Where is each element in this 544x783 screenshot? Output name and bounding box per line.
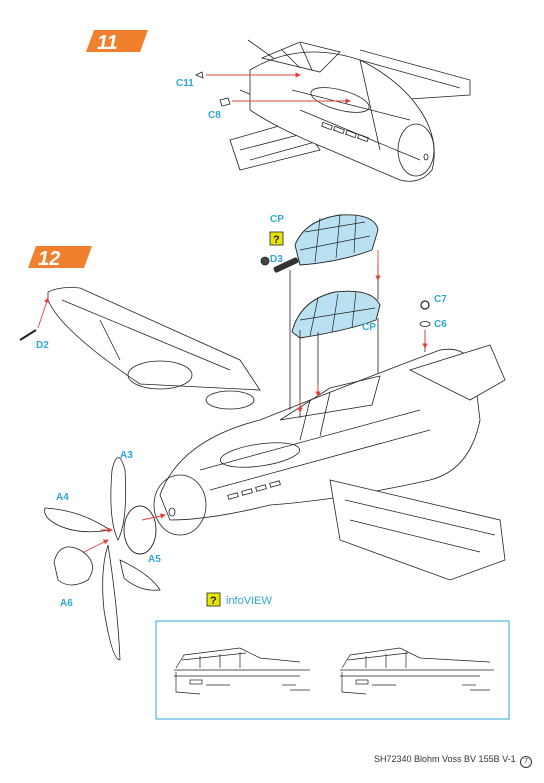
part-a6: A6 xyxy=(53,546,161,609)
canopy-lower-label: CP xyxy=(362,322,376,333)
part-c8: C8 xyxy=(208,97,231,121)
part-c11-label: C11 xyxy=(176,78,194,89)
part-a4: A4 xyxy=(44,492,112,533)
step-12-arrows xyxy=(297,250,428,413)
exhaust-row xyxy=(321,121,369,143)
infoview-label: infoVIEW xyxy=(226,595,272,607)
infoview-box xyxy=(155,620,510,720)
step-11-number: 11 xyxy=(97,32,118,54)
part-d2: D2 xyxy=(19,329,49,351)
infoview-section: ? infoVIEW xyxy=(155,592,510,720)
footer-product-text: SH72340 Blohm Voss BV 155B V-1 xyxy=(374,754,516,764)
propeller-assembly: A3 A4 A5 A6 xyxy=(44,450,166,661)
part-a3: A3 xyxy=(102,450,133,661)
part-d3: D3 xyxy=(260,254,299,273)
page-number-badge: 7 xyxy=(520,756,533,768)
canopy-top-label: CP xyxy=(270,214,284,225)
part-c7: C7 xyxy=(420,294,447,310)
part-c8-label: C8 xyxy=(208,110,221,121)
step-12: 12 CP ? D3 CP C7 xyxy=(19,214,506,661)
svg-text:?: ? xyxy=(273,234,280,246)
canopy-part-top: CP xyxy=(270,214,379,266)
part-c6-label: C6 xyxy=(434,319,447,330)
step-11-badge: 11 xyxy=(86,30,148,54)
step-12-number: 12 xyxy=(38,248,60,270)
step-11-fuselage-drawing xyxy=(229,39,471,182)
part-c11: C11 xyxy=(176,71,204,89)
part-c7-label: C7 xyxy=(434,294,447,305)
part-d2-label: D2 xyxy=(36,340,49,351)
arrow-d2 xyxy=(37,297,50,329)
part-d3-label: D3 xyxy=(270,254,283,265)
part-a4-label: A4 xyxy=(56,492,69,503)
step-12-badge: 12 xyxy=(28,246,92,270)
infoview-warning-icon: ? xyxy=(206,592,221,607)
warning-icon: ? xyxy=(269,231,284,246)
svg-text:?: ? xyxy=(210,595,217,607)
canopy-part-lower: CP xyxy=(291,290,381,339)
part-a5: A5 xyxy=(123,505,161,565)
infoview-canopy-open xyxy=(340,647,494,695)
aircraft-drawing xyxy=(47,262,506,581)
part-a6-label: A6 xyxy=(60,598,73,609)
step-11: 11 xyxy=(86,30,471,182)
footer: SH72340 Blohm Voss BV 155B V-1 7 xyxy=(374,754,533,768)
infoview-canopy-closed xyxy=(174,647,310,695)
part-a5-label: A5 xyxy=(148,554,161,565)
part-c6: C6 xyxy=(419,319,447,330)
part-a3-label: A3 xyxy=(120,450,133,461)
exhaust-row-12 xyxy=(227,480,281,500)
